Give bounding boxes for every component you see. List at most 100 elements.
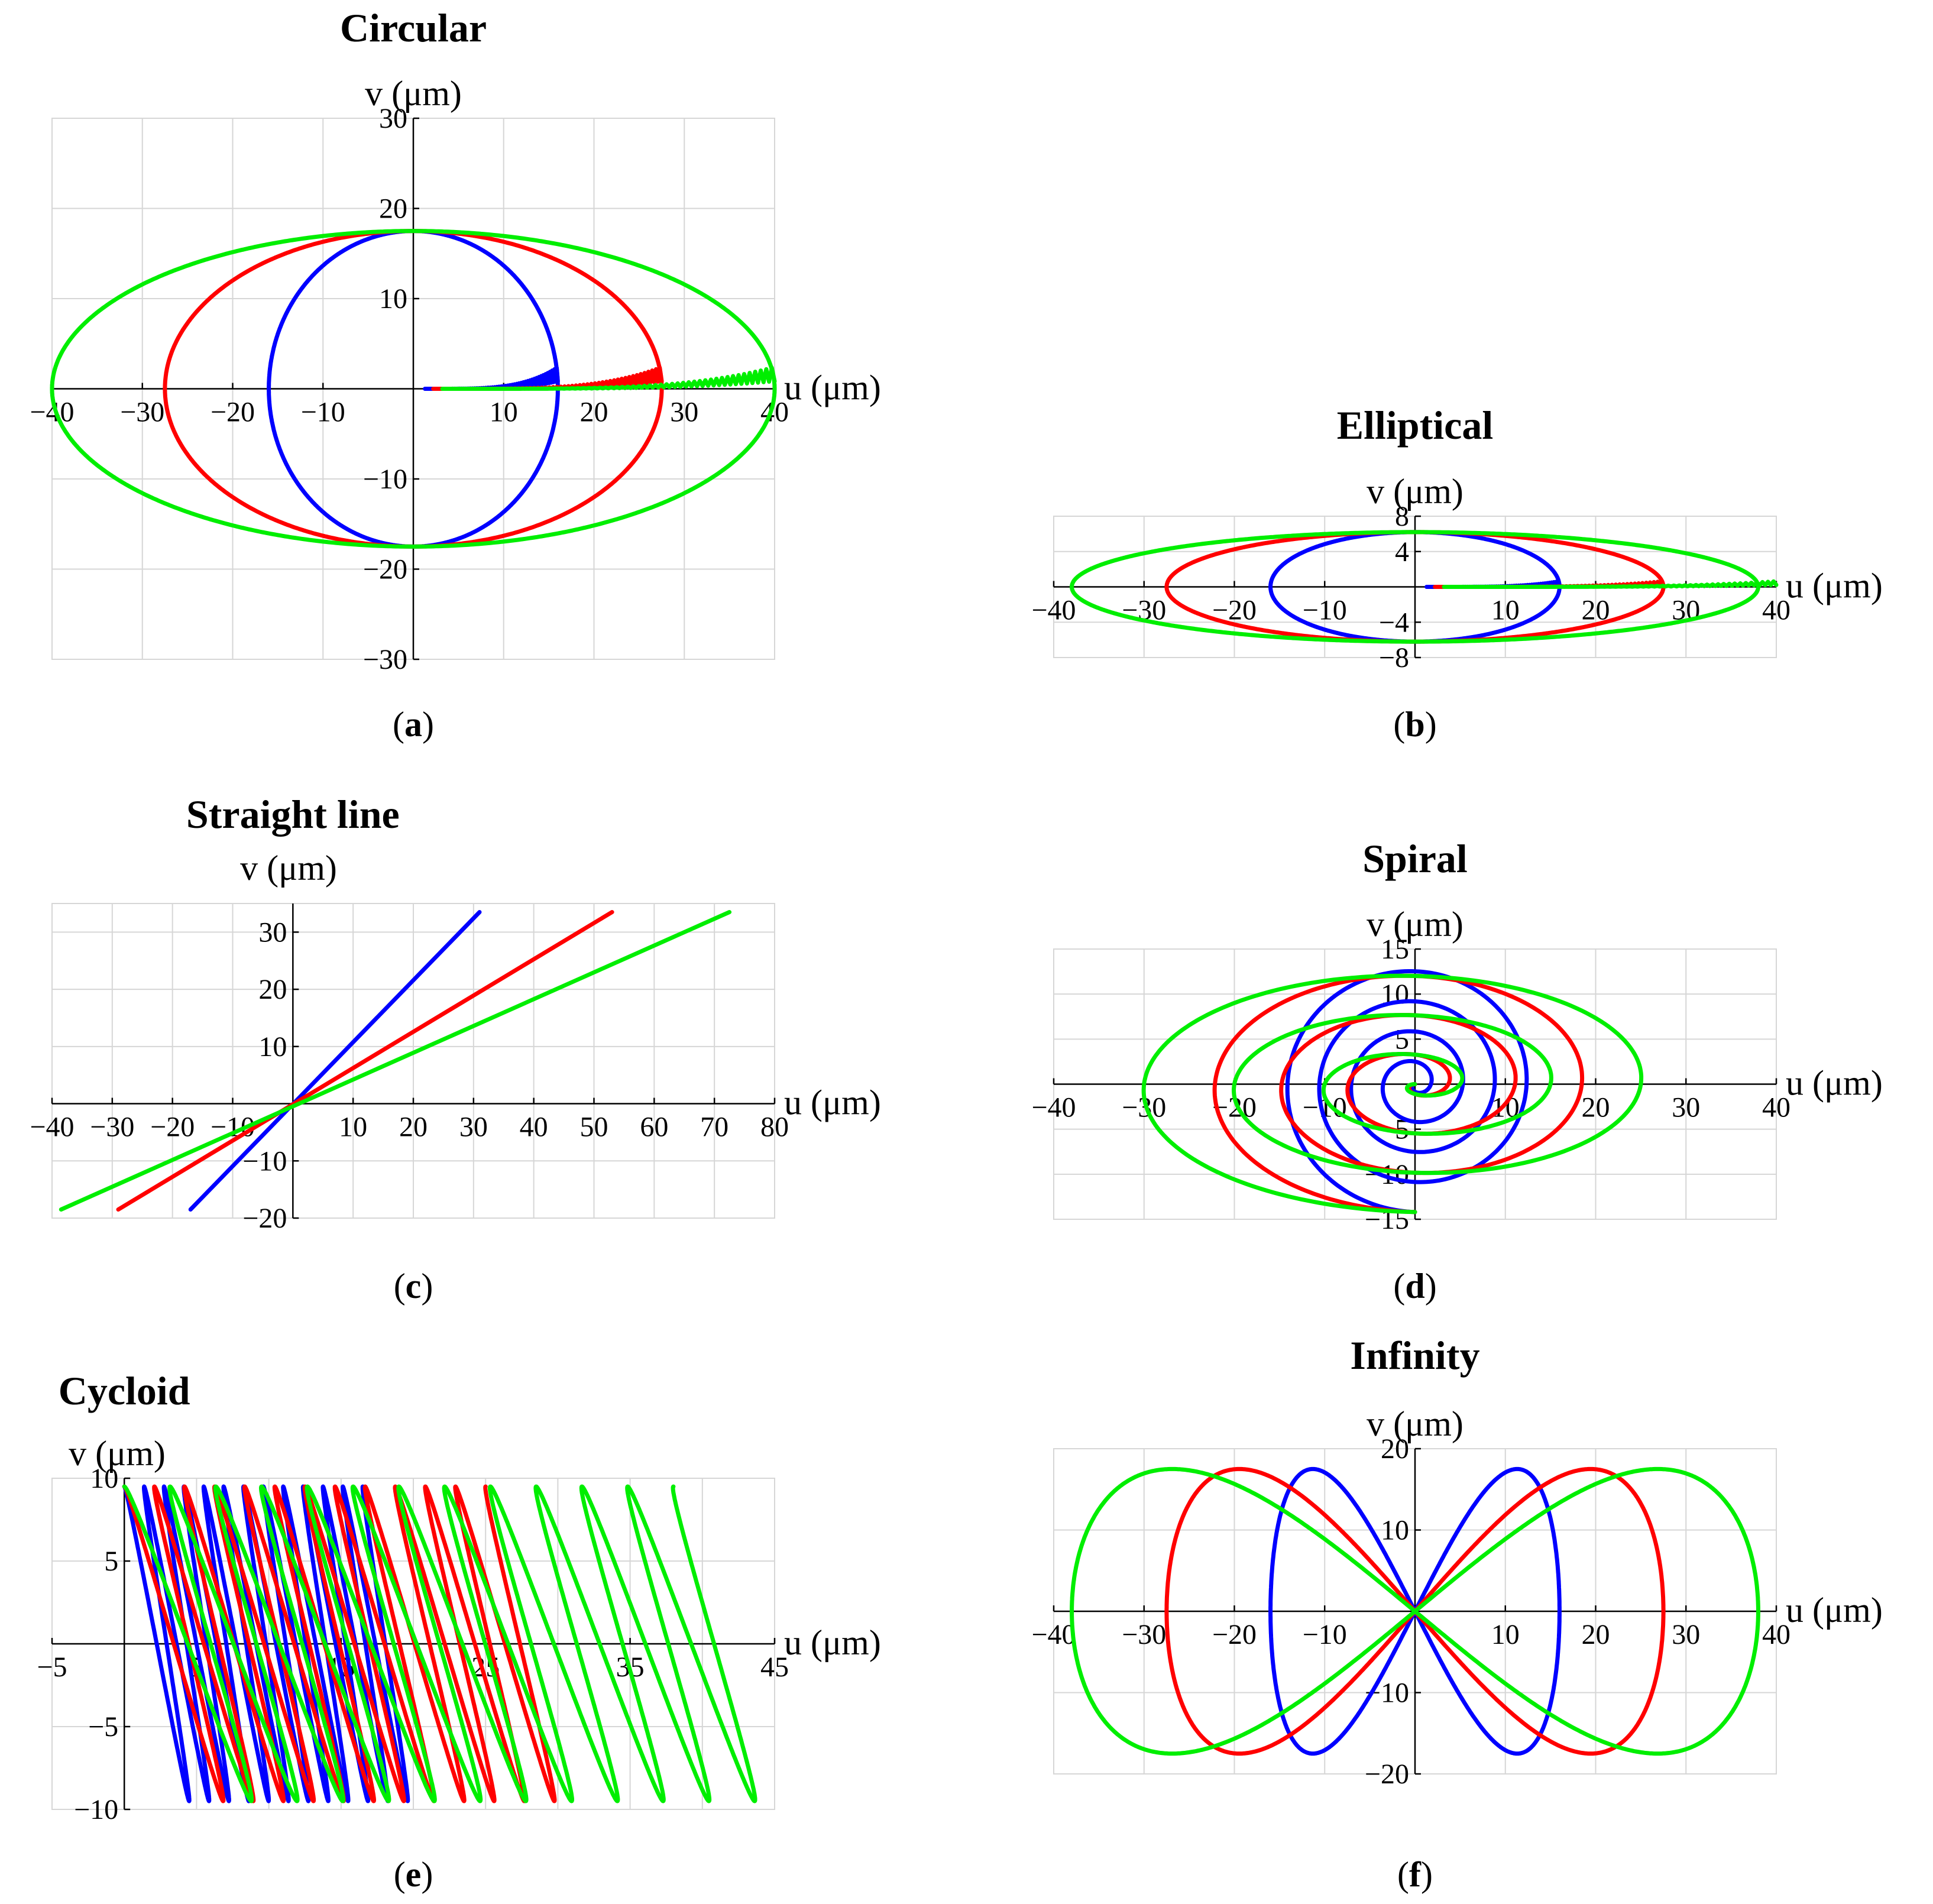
chart-title: Spiral [1362,836,1468,881]
y-tick-label: 5 [104,1546,118,1577]
y-tick-label: 30 [379,103,407,134]
y-axis-label: v (μm) [1367,1404,1463,1443]
x-tick-label: 20 [1582,1092,1610,1123]
series-green-line [122,1484,757,1803]
x-tick-label: −40 [1031,595,1076,626]
series-blue-line [1268,530,1562,644]
x-tick-label: −40 [1031,1619,1076,1650]
x-tick-label: −20 [150,1112,195,1143]
series-red-line [1164,530,1666,644]
series-green-line [50,229,777,549]
x-axis-label: u (μm) [784,1623,881,1662]
y-tick-label: −4 [1379,607,1409,638]
x-tick-label: 30 [1672,1619,1700,1650]
y-tick-label: 20 [379,193,407,225]
x-tick-label: −20 [1212,1619,1257,1650]
x-tick-label: −5 [37,1652,67,1683]
series-green-line [1141,973,1644,1215]
y-tick-label: 10 [1381,1515,1409,1546]
x-axis-label: u (μm) [1786,1064,1883,1103]
x-tick-label: 20 [399,1112,428,1143]
series-red-line [163,229,664,549]
chart-title: Circular [340,5,487,50]
series-green-line [59,910,732,1212]
series-blue-line [267,229,560,549]
plot-frame [51,903,775,1219]
y-tick-label: −8 [1379,642,1409,673]
x-tick-label: 30 [459,1112,488,1143]
x-tick-label: 40 [1762,1092,1790,1123]
y-axis-label: v (μm) [240,849,337,888]
x-tick-label: −20 [211,397,255,428]
x-tick-label: −10 [1303,1619,1347,1650]
panel-caption: (e) [394,1855,433,1894]
x-tick-label: 40 [1762,595,1790,626]
y-tick-label: 30 [258,917,287,948]
y-tick-label: −20 [242,1203,287,1234]
y-tick-label: 10 [379,283,407,315]
series-green-transient [440,365,777,391]
x-tick-label: −10 [301,397,345,428]
y-tick-label: 10 [90,1463,118,1494]
chart-title: Cycloid [59,1368,190,1413]
y-tick-label: 20 [258,974,287,1005]
x-tick-label: 50 [580,1112,608,1143]
y-axis-label: v (μm) [1367,472,1463,511]
y-tick-label: −20 [1365,1759,1409,1790]
series-green-line [1070,1466,1760,1756]
x-axis-label: u (μm) [784,368,881,407]
series-blue-line [1285,969,1529,1215]
panel-caption: (a) [393,705,434,744]
x-tick-label: 10 [1491,1619,1520,1650]
x-tick-label: −10 [1303,595,1347,626]
series-red-line [1212,973,1585,1215]
panel-caption: (c) [394,1267,433,1306]
y-tick-label: −10 [74,1794,118,1825]
y-tick-label: −10 [1365,1159,1409,1190]
series-green-transient [1442,579,1779,589]
chart-title: Elliptical [1337,403,1493,448]
series-blue-line [188,910,482,1212]
x-tick-label: 45 [760,1652,789,1683]
x-tick-label: 40 [1762,1619,1790,1650]
chart-title: Infinity [1350,1333,1479,1378]
y-axis-label: v (μm) [1367,905,1463,944]
x-tick-label: 30 [670,397,698,428]
x-tick-label: 70 [700,1112,728,1143]
x-axis-label: u (μm) [784,1083,881,1122]
y-tick-label: −10 [363,464,407,495]
x-axis-label: u (μm) [1786,1591,1883,1630]
series-red-line [122,1484,557,1803]
y-tick-label: 8 [1395,501,1409,532]
y-axis-label: v (μm) [365,74,462,113]
x-tick-label: 30 [1672,1092,1700,1123]
x-tick-label: 10 [490,397,518,428]
x-tick-label: 20 [1582,1619,1610,1650]
x-tick-label: 80 [760,1112,789,1143]
y-tick-label: 4 [1395,536,1409,568]
x-tick-label: 40 [520,1112,548,1143]
x-tick-label: −30 [1122,1619,1166,1650]
series-blue-transient [423,365,560,391]
y-tick-label: −30 [363,644,407,675]
y-tick-label: 5 [1395,1024,1409,1055]
x-tick-label: −40 [30,1112,74,1143]
x-tick-label: 10 [1491,595,1520,626]
y-tick-label: −5 [88,1711,118,1743]
x-tick-label: −30 [120,397,164,428]
x-tick-label: −40 [1031,1092,1076,1123]
series-red-line [116,910,614,1212]
y-tick-label: 15 [1381,934,1409,965]
x-tick-label: 10 [339,1112,367,1143]
y-tick-label: −20 [363,554,407,585]
x-tick-label: −30 [90,1112,134,1143]
chart-title: Straight line [186,792,400,837]
y-axis-label: v (μm) [69,1434,166,1473]
x-axis-label: u (μm) [1786,566,1883,605]
